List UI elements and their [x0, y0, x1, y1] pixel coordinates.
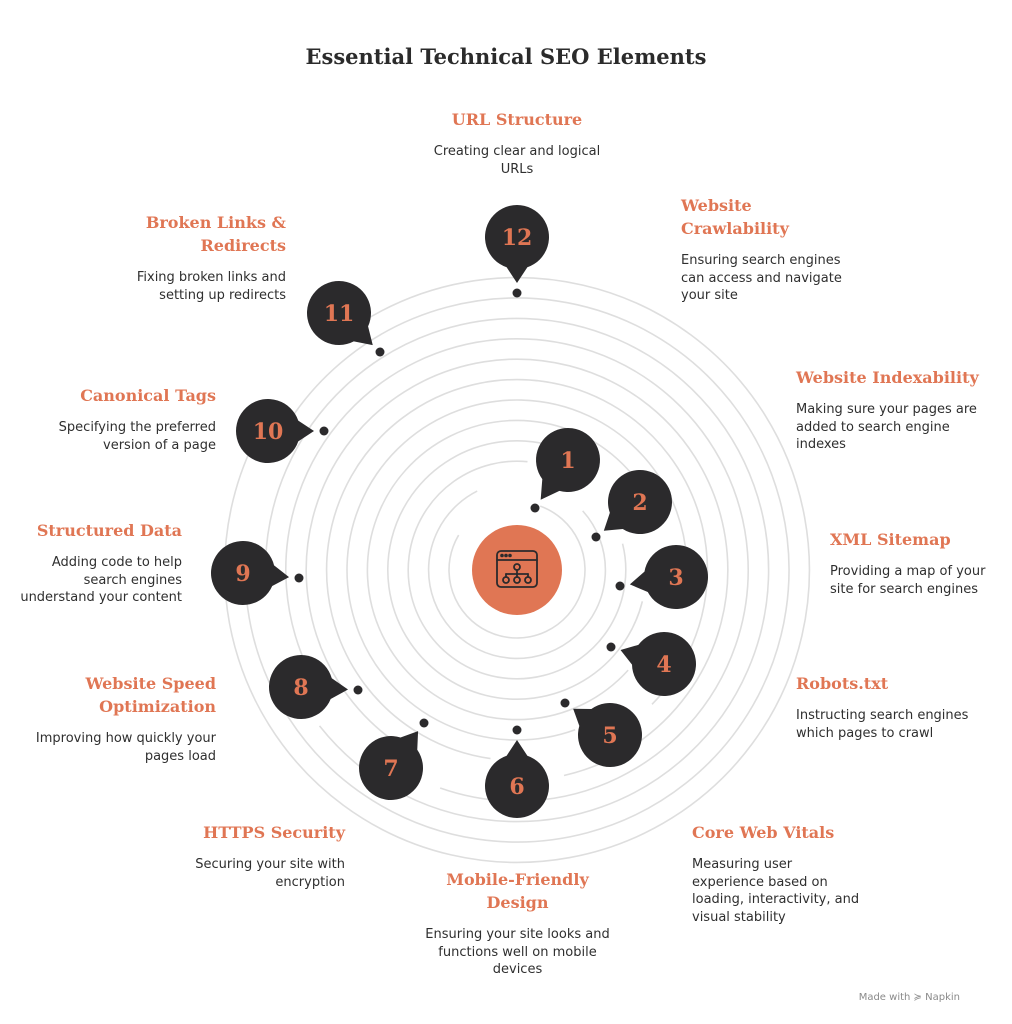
pin-marker-9: [210, 541, 290, 605]
element-description: Fixing broken links and setting up redir…: [136, 270, 286, 303]
pin-marker-2: [603, 469, 672, 534]
element-heading: URL Structure: [451, 110, 583, 129]
pin-number: 11: [324, 301, 355, 327]
element-description: Measuring user experience based on loadi…: [692, 857, 860, 925]
anchor-dot: [530, 503, 540, 513]
pin-marker-12: [485, 205, 549, 283]
pin-number: 3: [668, 565, 683, 591]
pin-marker-4: [620, 631, 696, 696]
spiral-ring: [366, 419, 668, 721]
footer-text: Made with: [858, 992, 911, 1003]
pin-number: 1: [560, 448, 575, 474]
anchor-dot: [606, 642, 616, 652]
footer-brand: Napkin: [925, 992, 960, 1003]
element-heading: Mobile-Friendly Design: [446, 870, 589, 912]
pin-number: 9: [235, 561, 250, 587]
spiral-ring: [427, 480, 607, 660]
pin-marker-10: [236, 399, 314, 463]
pin-number: 2: [632, 490, 647, 516]
pin-number: 4: [656, 652, 671, 678]
footer: Made with ≽ Napkin: [859, 992, 960, 1003]
pin-number: 8: [293, 675, 308, 701]
element-description: Securing your site with encryption: [195, 857, 345, 890]
anchor-dot: [560, 698, 570, 708]
anchor-dot: [375, 347, 385, 357]
element-description: Creating clear and logical URLs: [433, 144, 601, 177]
element-heading: Broken Links & Redirects: [145, 213, 286, 255]
spiral-ring: [325, 378, 709, 762]
anchor-dots: [294, 288, 625, 735]
element-heading: HTTPS Security: [203, 823, 345, 842]
pin-number: 6: [509, 774, 524, 800]
spiral-ring: [346, 399, 688, 741]
element-description: Adding code to help search engines under…: [20, 555, 182, 605]
element-description: Ensuring search engines can access and n…: [681, 253, 842, 303]
anchor-dot: [512, 288, 522, 298]
spiral-ring: [448, 501, 586, 639]
element-description: Making sure your pages are added to sear…: [796, 402, 977, 452]
element-heading: Website Speed Optimization: [85, 674, 216, 716]
pin-number: 10: [253, 419, 284, 445]
napkin-logo-icon: ≽: [913, 992, 922, 1003]
element-description: Ensuring your site looks and functions w…: [425, 927, 610, 977]
anchor-dot: [294, 573, 304, 583]
website-sitemap-icon: [496, 550, 538, 588]
pin-marker-7: [358, 731, 423, 800]
pin-marker-5: [573, 703, 642, 767]
page-title: Essential Technical SEO Elements: [305, 44, 707, 69]
anchor-dot: [319, 426, 329, 436]
pin-marker-3: [629, 544, 708, 609]
pin-marker-1: [536, 428, 600, 500]
pin-marker-11: [307, 281, 373, 346]
anchor-dot: [615, 581, 625, 591]
element-description: Improving how quickly your pages load: [35, 731, 216, 764]
element-description: Providing a map of your site for search …: [830, 564, 986, 597]
pin-number: 12: [502, 225, 533, 251]
element-heading: XML Sitemap: [830, 530, 951, 549]
anchor-dot: [591, 532, 601, 542]
element-heading: Robots.txt: [796, 674, 889, 693]
anchor-dot: [512, 725, 522, 735]
element-heading: Website Crawlability: [681, 196, 789, 238]
element-description: Instructing search engines which pages t…: [796, 708, 969, 741]
pin-number: 7: [383, 756, 398, 782]
element-description: Specifying the preferred version of a pa…: [58, 420, 216, 453]
spiral-ring: [407, 460, 627, 680]
element-heading: Canonical Tags: [80, 386, 216, 405]
pin-marker-8: [269, 655, 349, 719]
element-heading: Core Web Vitals: [692, 823, 835, 842]
element-heading: Website Indexability: [796, 368, 979, 387]
anchor-dot: [353, 685, 363, 695]
pin-number: 5: [602, 723, 617, 749]
center-hub: [472, 525, 562, 615]
pin-marker-6: [484, 740, 549, 818]
element-heading: Structured Data: [36, 521, 182, 540]
anchor-dot: [419, 718, 429, 728]
